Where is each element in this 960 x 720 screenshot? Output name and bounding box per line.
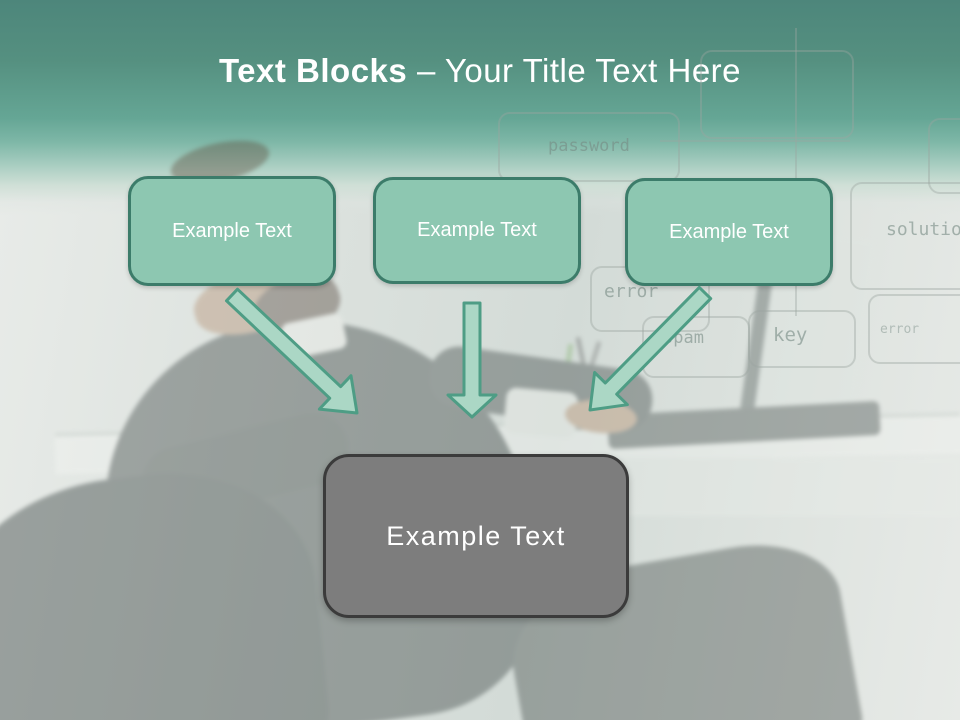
text-block-1: Example Text	[128, 176, 336, 286]
text-block-3: Example Text	[625, 178, 833, 286]
result-block-label: Example Text	[386, 520, 566, 551]
title-subtext: – Your Title Text Here	[416, 52, 742, 89]
result-block: Example Text	[323, 454, 629, 618]
text-block-2: Example Text	[373, 177, 581, 284]
arrow-right-diagonal	[588, 285, 713, 412]
arrow-left-diagonal	[225, 287, 359, 415]
title-emphasis: Text Blocks	[218, 52, 408, 89]
page-title: Text Blocks – Your Title Text Here	[0, 52, 960, 90]
text-block-1-label: Example Text	[172, 219, 292, 242]
arrow-middle-down	[446, 301, 498, 419]
text-block-2-label: Example Text	[417, 219, 537, 241]
text-block-3-label: Example Text	[669, 220, 789, 243]
